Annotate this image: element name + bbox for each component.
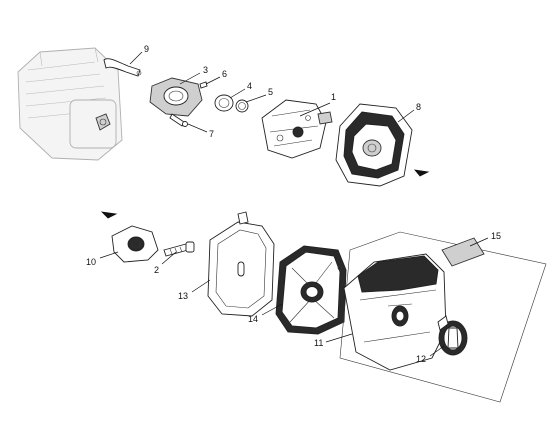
leader-3: [179, 72, 201, 85]
choke-bracket: [111, 225, 159, 263]
leader-11: [325, 333, 353, 343]
direction-arrow-right: [414, 169, 430, 177]
leader-6: [205, 76, 221, 85]
screw-small: [199, 81, 208, 89]
callout-11: 11: [314, 338, 323, 348]
leader-2: [161, 251, 177, 265]
cover-knob: [437, 315, 468, 356]
callout-14: 14: [248, 314, 258, 324]
impulse-hose: [103, 58, 142, 77]
callout-10: 10: [86, 257, 96, 267]
callout-6: 6: [222, 69, 227, 79]
spacer-ring: [214, 94, 234, 112]
callout-1: 1: [331, 92, 336, 102]
air-filter-gasket: [207, 211, 275, 317]
leader-9: [129, 51, 143, 65]
callout-13: 13: [178, 291, 188, 301]
leader-lines: [99, 51, 489, 357]
leader-4: [229, 88, 246, 99]
leader-13: [191, 279, 211, 293]
callout-15: 15: [491, 231, 501, 241]
engine-cylinder-block: [17, 47, 123, 161]
callout-4: 4: [247, 81, 252, 91]
mounting-bolt: [169, 113, 188, 127]
leader-7: [187, 123, 208, 133]
leader-15: [469, 237, 489, 247]
air-cleaner-base: [335, 103, 413, 187]
leader-8: [397, 109, 415, 123]
leader-14: [261, 303, 283, 316]
callout-3: 3: [203, 65, 208, 75]
leader-5: [245, 94, 267, 103]
callout-8: 8: [416, 102, 421, 112]
air-filter-element: [275, 245, 347, 335]
label-plate: [441, 237, 485, 267]
bolt: [163, 241, 195, 257]
callout-2: 2: [154, 265, 159, 275]
callout-labels: 1 2 3 4 5 6 7 8 9 10 11 12 13 14 15: [86, 44, 501, 364]
callout-12: 12: [416, 354, 426, 364]
air-cleaner-cover: [339, 231, 547, 403]
leader-12: [429, 345, 445, 357]
direction-arrow-left: [100, 211, 118, 219]
leader-10: [99, 251, 119, 259]
callout-7: 7: [209, 129, 214, 139]
callout-5: 5: [268, 87, 273, 97]
intake-insulator: [149, 77, 203, 117]
callout-9: 9: [144, 44, 149, 54]
carburetor: [261, 99, 333, 159]
gasket-ring: [235, 99, 249, 113]
leader-1: [299, 102, 331, 117]
